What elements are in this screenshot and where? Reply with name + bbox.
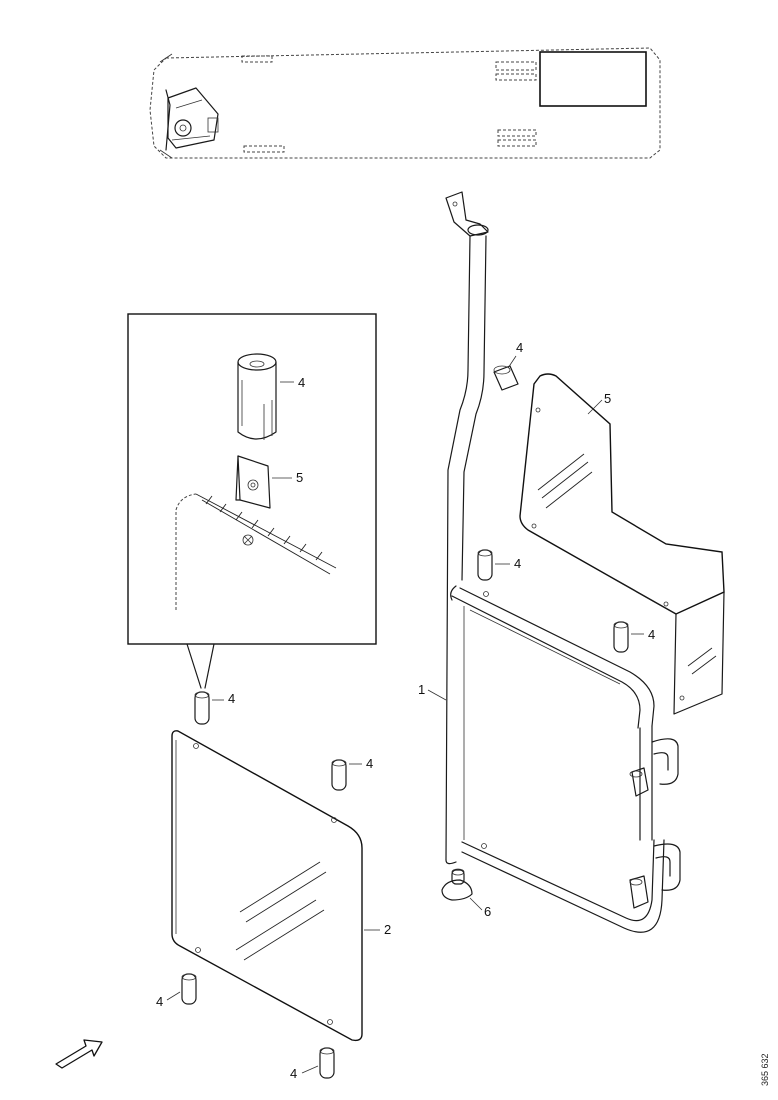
arrow-icon: [55, 1039, 103, 1069]
sleeve-part-f: [477, 549, 493, 581]
sleeve-part-d: [319, 1047, 335, 1079]
pipe-frame: [445, 235, 487, 861]
callout-sleeve-a: 4: [228, 691, 235, 706]
callout-pipe-frame: 1: [418, 682, 425, 697]
callout-bracket-panel: 5: [604, 391, 611, 406]
highlighted-compartment: [539, 51, 647, 107]
callout-foot-bracket: 6: [484, 904, 491, 919]
sleeve-part-a: [194, 691, 210, 725]
callout-sleeve-d: 4: [290, 1066, 297, 1081]
elbow-joint-lower: [629, 843, 681, 909]
glass-panel-assembly: 4 4 2 4 4: [156, 691, 391, 1081]
front-cab-detail: [167, 87, 219, 149]
sleeve-part-e: [493, 365, 519, 391]
callout-glass-panel: 2: [384, 922, 391, 937]
sleeve-part-g: [613, 621, 629, 653]
elbow-joint-upper: [629, 738, 679, 797]
detail-clip-part: [235, 455, 271, 509]
callout-sleeve-e: 4: [516, 340, 523, 355]
figure-reference-code: 365 632: [760, 1053, 770, 1086]
vehicle-overview: [149, 47, 661, 159]
pipe-frame-assembly: 1 6 5 4: [418, 191, 725, 933]
detail-inset: 4 5: [127, 313, 377, 689]
callout-sleeve-detail: 4: [298, 375, 305, 390]
detail-panel-edge: [175, 493, 337, 610]
glass-panel: [171, 730, 363, 1042]
callout-sleeve-f: 4: [514, 556, 521, 571]
callout-clip-detail: 5: [296, 470, 303, 485]
detail-sleeve-part: [237, 353, 277, 440]
callout-sleeve-b: 4: [366, 756, 373, 771]
callout-sleeve-c: 4: [156, 994, 163, 1009]
bracket-panel: [519, 373, 725, 715]
top-mount-bracket: [445, 191, 489, 237]
foot-bracket: [441, 868, 473, 901]
sleeve-part-b: [331, 759, 347, 791]
callout-sleeve-g: 4: [648, 627, 655, 642]
sleeve-part-c: [181, 973, 197, 1005]
